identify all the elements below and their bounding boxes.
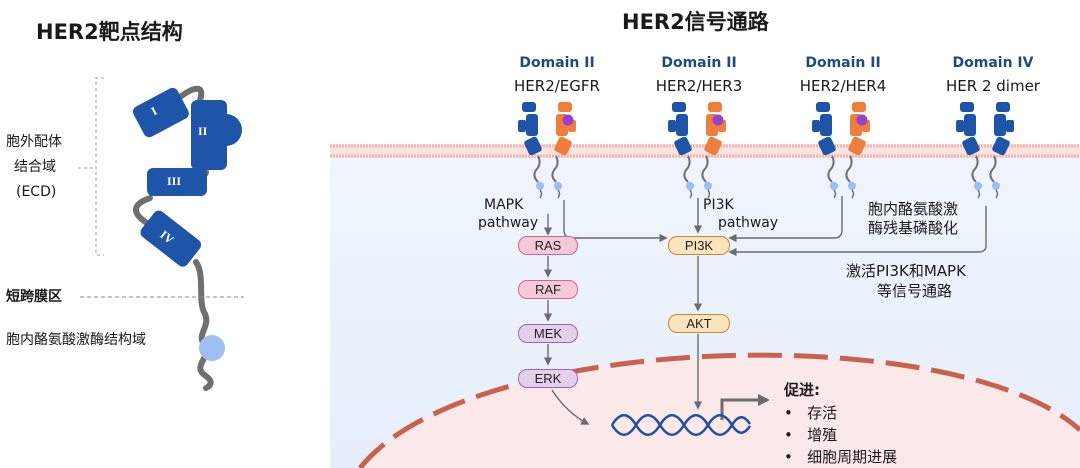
right-title: HER2信号通路: [622, 10, 769, 34]
tm-label: 短跨膜区: [6, 289, 62, 305]
tk-phos-line1: 胞内酪氨酸激: [868, 200, 959, 218]
mapk-pathway-line2: pathway: [478, 215, 539, 231]
dimer-3: [812, 102, 870, 199]
dimer-4: [956, 102, 1014, 199]
dimer-1-pair: HER2/EGFR: [514, 77, 600, 95]
dimer-2-domain: Domain II: [661, 55, 737, 71]
kinase-label: 胞内酪氨酸激酶结构域: [6, 332, 146, 348]
tk-phos-line2: 酶残基磷酸化: [868, 219, 959, 237]
node-mek: MEK: [518, 324, 578, 343]
left-title: HER2靶点结构: [36, 20, 183, 44]
pi3k-pathway-line1: PI3K: [703, 197, 734, 213]
activate-line1: 激活PI3K和MAPK: [846, 262, 966, 280]
node-pi3k: PI3K: [668, 236, 730, 255]
domain-iv-block: [140, 210, 202, 267]
mapk-pathway-line1: MAPK: [484, 197, 524, 213]
promote-item-1: • 存活: [784, 404, 838, 422]
dimer-4-pair: HER 2 dimer: [946, 77, 1040, 95]
dimer-2-pair: HER2/HER3: [655, 77, 743, 95]
dimer-2: [668, 102, 726, 199]
dna-helix: [610, 414, 752, 436]
node-erk: ERK: [518, 369, 578, 388]
dimer-3-pair: HER2/HER4: [799, 77, 887, 95]
domain-iii-block: [147, 168, 207, 196]
domain-i-block: [132, 87, 189, 138]
dimer-3-domain: Domain II: [805, 55, 881, 71]
ecd-label-line2: 结合域: [14, 159, 56, 175]
kinase-domain-bead: [199, 335, 225, 361]
pi3k-pathway-line2: pathway: [718, 215, 779, 231]
ecd-label-line3: (ECD): [16, 184, 57, 200]
promote-item-3: • 细胞周期进展: [784, 448, 898, 466]
node-ras: RAS: [518, 236, 578, 255]
cell-membrane: [330, 144, 1080, 158]
promote-item-2: • 增殖: [784, 426, 838, 444]
her2-structure: [132, 85, 242, 391]
ecd-bracket: [95, 77, 104, 256]
dimer-1: [518, 102, 576, 199]
activate-line2: 等信号通路: [877, 282, 953, 300]
node-akt: AKT: [668, 314, 730, 333]
dimer-1-domain: Domain II: [519, 55, 595, 71]
transcription-arrow: [720, 398, 760, 420]
ecd-label-line1: 胞外配体: [6, 134, 62, 150]
domain-iii-label: III: [167, 174, 182, 188]
receptor-dimers: [518, 102, 1014, 199]
node-raf: RAF: [518, 280, 578, 299]
promote-title: 促进:: [784, 381, 820, 399]
dimer-4-domain: Domain IV: [952, 55, 1034, 71]
domain-ii-label: II: [198, 124, 208, 138]
